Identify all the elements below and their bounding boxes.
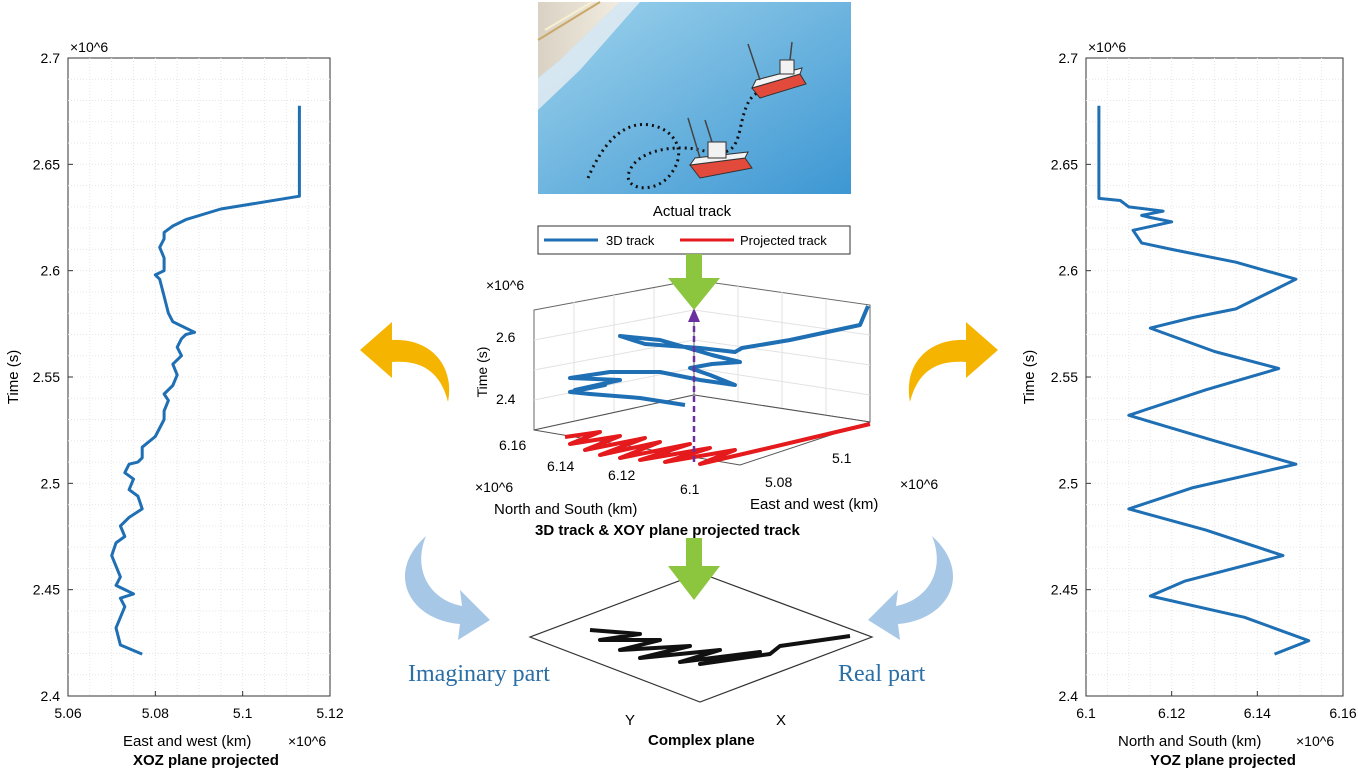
3d-ew-exponent: ×10^6	[900, 476, 938, 492]
xoz-y-label: Time (s)	[5, 350, 22, 404]
green-arrow-top	[668, 254, 720, 310]
xoz-y-tick-0: 2.4	[41, 688, 61, 704]
xoz-x-label: East and west (km)	[123, 733, 251, 750]
real-part-label: Real part	[838, 661, 926, 687]
yoz-y-label: Time (s)	[1021, 350, 1038, 404]
yoz-y-tick-3: 2.55	[1051, 369, 1078, 385]
xoz-y-tick-1: 2.45	[33, 582, 60, 598]
legend-red-label: Projected track	[740, 233, 827, 248]
xoz-y-exponent: ×10^6	[70, 39, 108, 55]
yoz-title: YOZ plane projected	[1150, 752, 1296, 769]
complex-x-axis-label: X	[776, 712, 786, 729]
3d-z-tick-0: 2.6	[496, 329, 516, 345]
3d-caption: 3D track & XOY plane projected track	[535, 522, 800, 539]
3d-z-tick-1: 2.4	[496, 391, 516, 407]
3d-track-plot: ×10^6 Time (s) 2.6 2.4 6.16 6.14 6.12 6.…	[474, 277, 938, 539]
yoz-x-tick-3: 6.16	[1329, 705, 1356, 721]
xoz-x-exponent: ×10^6	[288, 733, 326, 749]
yellow-arrow-left	[360, 322, 450, 402]
yoz-x-exponent: ×10^6	[1296, 733, 1334, 749]
green-arrow-bottom	[668, 538, 720, 600]
xoz-y-tick-3: 2.55	[33, 369, 60, 385]
fishing-boat-lower	[687, 117, 753, 179]
xoz-x-tick-2: 5.1	[233, 705, 253, 721]
bank-stripe	[537, 1, 601, 41]
track-legend: 3D track Projected track	[537, 225, 851, 255]
yoz-y-tick-2: 2.5	[1059, 475, 1079, 491]
yoz-y-tick-4: 2.6	[1059, 263, 1079, 279]
complex-plane-surface	[528, 572, 874, 703]
3d-ns-tick-3: 6.1	[680, 481, 700, 497]
legend-blue-label: 3D track	[606, 233, 655, 248]
3d-ns-label: North and South (km)	[494, 501, 637, 518]
3d-ns-tick-1: 6.14	[547, 458, 574, 474]
actual-track-caption: Actual track	[653, 203, 732, 220]
yoz-y-tick-6: 2.7	[1059, 50, 1079, 66]
xoz-title: XOZ plane projected	[133, 752, 279, 769]
xoz-y-tick-6: 2.7	[41, 50, 61, 66]
xoz-x-tick-1: 5.08	[142, 705, 169, 721]
xoz-y-tick-4: 2.6	[41, 263, 61, 279]
xoz-y-tick-5: 2.65	[33, 156, 60, 172]
vertical-arrowhead	[688, 308, 700, 322]
yoz-y-tick-0: 2.4	[1059, 688, 1079, 704]
xoz-y-tick-2: 2.5	[41, 475, 61, 491]
3d-ns-tick-0: 6.16	[499, 437, 526, 453]
3d-projected-track	[564, 422, 871, 466]
xoz-track-line	[110, 105, 301, 656]
complex-plane-track	[589, 628, 851, 666]
xoz-x-tick-3: 5.12	[316, 705, 343, 721]
3d-ew-tick-0: 5.08	[765, 474, 792, 490]
imaginary-part-label: Imaginary part	[408, 661, 550, 687]
bank-stripe-light	[544, 1, 593, 31]
yellow-arrow-right	[908, 322, 998, 402]
yoz-x-tick-1: 6.12	[1158, 705, 1185, 721]
3d-ew-label: East and west (km)	[750, 496, 878, 513]
3d-track-line	[568, 305, 870, 407]
fishing-boat-upper	[747, 41, 807, 99]
yoz-x-tick-2: 6.14	[1244, 705, 1271, 721]
3d-ew-tick-1: 5.1	[832, 450, 852, 466]
yoz-ticks: 6.1 6.12 6.14 6.16 2.4 2.45 2.5 2.55 2.6 2.65 2.7	[1051, 50, 1357, 721]
dotted-trajectory	[586, 90, 761, 190]
complex-plane: Imaginary part Real part Y X Complex pla…	[408, 572, 926, 749]
xoz-x-tick-0: 5.06	[54, 705, 81, 721]
3d-ns-tick-2: 6.12	[608, 467, 635, 483]
3d-ns-exponent: ×10^6	[475, 479, 513, 495]
xoz-grid	[68, 58, 330, 696]
xoz-ticks: 5.06 5.08 5.1 5.12 2.4 2.45 2.5 2.55 2.6 2.65 2.7	[33, 50, 344, 721]
yoz-y-exponent: ×10^6	[1088, 39, 1126, 55]
shore-foam	[538, 2, 640, 110]
yoz-track-line	[1097, 105, 1311, 656]
lightblue-arrow-right	[868, 536, 953, 640]
yoz-x-tick-0: 6.1	[1076, 705, 1096, 721]
complex-y-axis-label: Y	[625, 712, 635, 729]
lightblue-arrow-left	[405, 536, 490, 640]
yoz-y-tick-5: 2.65	[1051, 156, 1078, 172]
3d-z-exponent: ×10^6	[486, 277, 524, 293]
yoz-x-label: North and South (km)	[1118, 733, 1261, 750]
complex-plane-caption: Complex plane	[648, 732, 755, 749]
yoz-y-tick-1: 2.45	[1051, 582, 1078, 598]
actual-track-illustration: Actual track	[537, 1, 851, 220]
3d-z-label: Time (s)	[474, 347, 490, 398]
